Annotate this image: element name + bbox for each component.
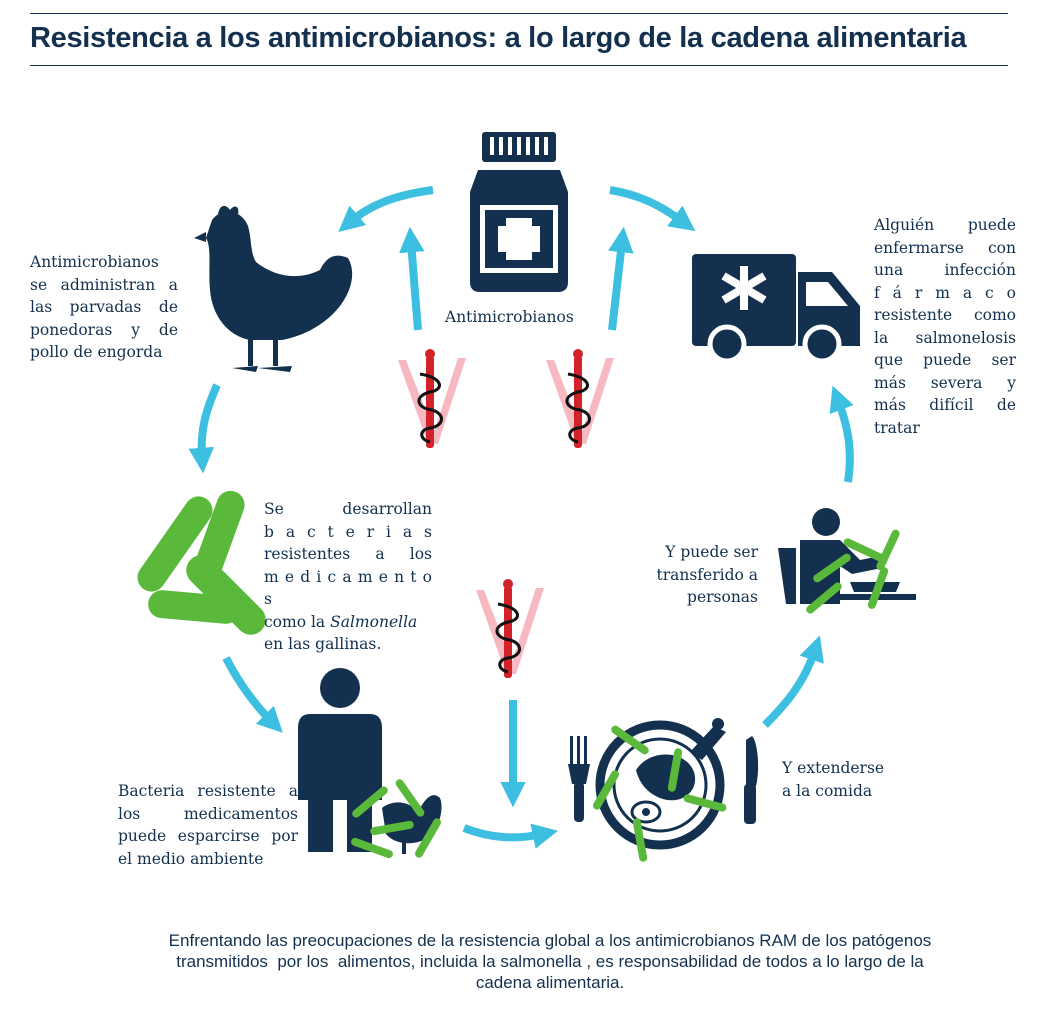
arrow-up-right [608, 226, 634, 331]
arrow-up-left [399, 226, 425, 331]
cycle-arrows [188, 186, 854, 849]
footer-caption: Enfrentando las preocupaciones de la res… [168, 931, 932, 992]
ambulance-icon [692, 254, 860, 364]
arrow-bacteria-to-person [222, 656, 283, 733]
person-eating-icon [778, 508, 916, 616]
arrow-person-to-plate [462, 823, 559, 849]
rod-of-asclepius-icon-center [474, 577, 546, 680]
rod-of-asclepius-icon-left [396, 347, 468, 450]
ambulance-description: Alguién puede enfermarse con una infecci… [874, 216, 1016, 437]
title-rule-bottom [30, 65, 1008, 66]
arrow-hen-to-bacteria [188, 383, 221, 474]
arrow-bottle-to-hen [338, 186, 434, 232]
people-description: Y puede ser transferido a personas [656, 543, 758, 606]
bacteria-icon [137, 490, 266, 635]
environment-description: Bacteria resistente a los medicamentos p… [118, 782, 298, 868]
page-title: Resistencia a los antimicrobianos: a lo … [30, 22, 967, 54]
person-with-hen-icon [298, 668, 443, 860]
center-label: Antimicrobianos [445, 308, 574, 326]
arrow-people-to-ambulance [829, 385, 854, 483]
title-rule-top [30, 13, 1008, 14]
plate-with-cutlery-icon [568, 718, 759, 863]
hen-icon [194, 205, 353, 372]
hen-description: Antimicrobianos se administran a las par… [30, 253, 178, 361]
arrow-bottle-to-ambulance [609, 186, 696, 232]
food-description: Y extenderse a la comida [782, 759, 885, 800]
rod-of-asclepius-icon-right [544, 347, 616, 450]
arrow-plate-to-people [762, 635, 824, 728]
medicine-bottle-icon [470, 132, 568, 292]
bacteria-description: Se desarrollan b a c t e r i a s resiste… [264, 500, 432, 653]
